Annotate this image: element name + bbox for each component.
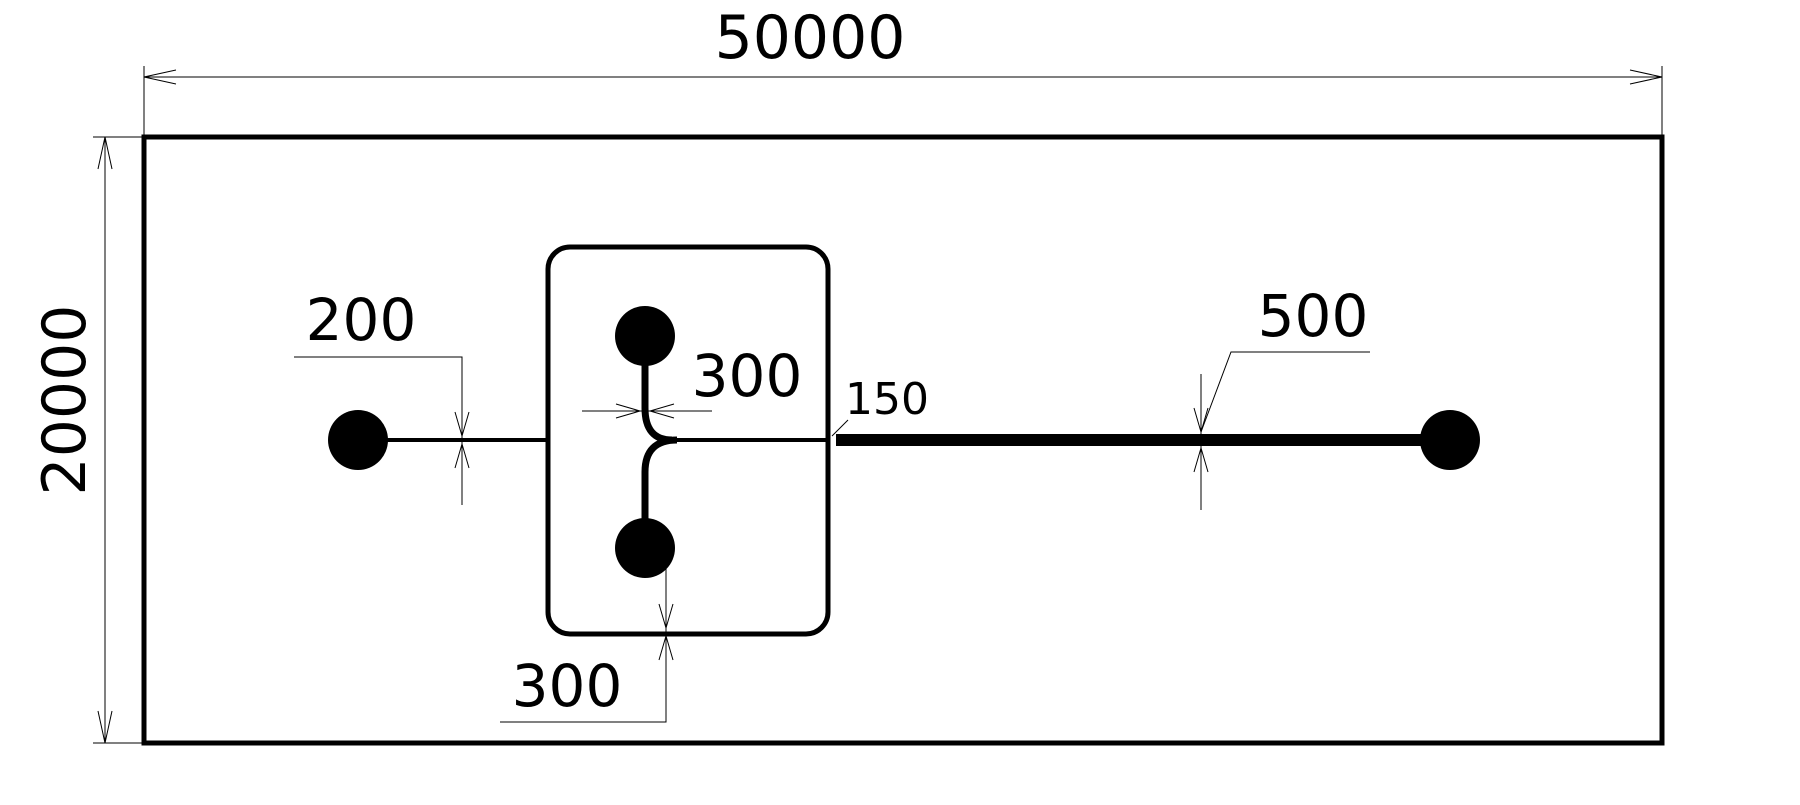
left-trace-arrow-bottom <box>454 442 470 469</box>
left-trace-width-dimension: 200 <box>294 286 470 505</box>
neck-width-label: 150 <box>845 374 929 425</box>
branch-width-label: 300 <box>692 342 803 410</box>
board-outline <box>141 134 1665 746</box>
height-dimension: 20000 <box>30 136 144 744</box>
branch-arrow-right <box>648 403 675 419</box>
width-dimension: 50000 <box>143 3 1663 135</box>
bottom-clearance-arrow-top <box>658 603 674 630</box>
branch-width-dimension: 300 <box>582 342 803 419</box>
width-arrow-left <box>143 69 177 85</box>
bottom-clearance-dimension: 300 <box>500 566 674 723</box>
branch-arrow-left <box>615 403 642 419</box>
bottom-clearance-label: 300 <box>512 652 623 720</box>
neck-width-dimension: 150 <box>831 374 929 437</box>
left-trace-leader <box>294 356 463 505</box>
bottom-clearance-leader <box>500 566 667 723</box>
width-arrow-right <box>1629 69 1663 85</box>
right-trace-label: 500 <box>1258 282 1369 350</box>
neck-leader <box>831 419 849 437</box>
right-trace-arrow-bottom <box>1193 446 1209 473</box>
right-trace-leader <box>1200 351 1370 433</box>
bottom-clearance-arrow-bottom <box>658 634 674 661</box>
height-arrow-bottom <box>97 710 113 744</box>
right-trace-arrow-top <box>1193 407 1209 434</box>
left-trace-label: 200 <box>306 286 417 354</box>
height-arrow-top <box>97 136 113 170</box>
width-label: 50000 <box>715 3 906 73</box>
right-trace-width-dimension: 500 <box>1193 282 1370 510</box>
left-trace-arrow-top <box>454 411 470 438</box>
height-label: 20000 <box>30 305 100 496</box>
